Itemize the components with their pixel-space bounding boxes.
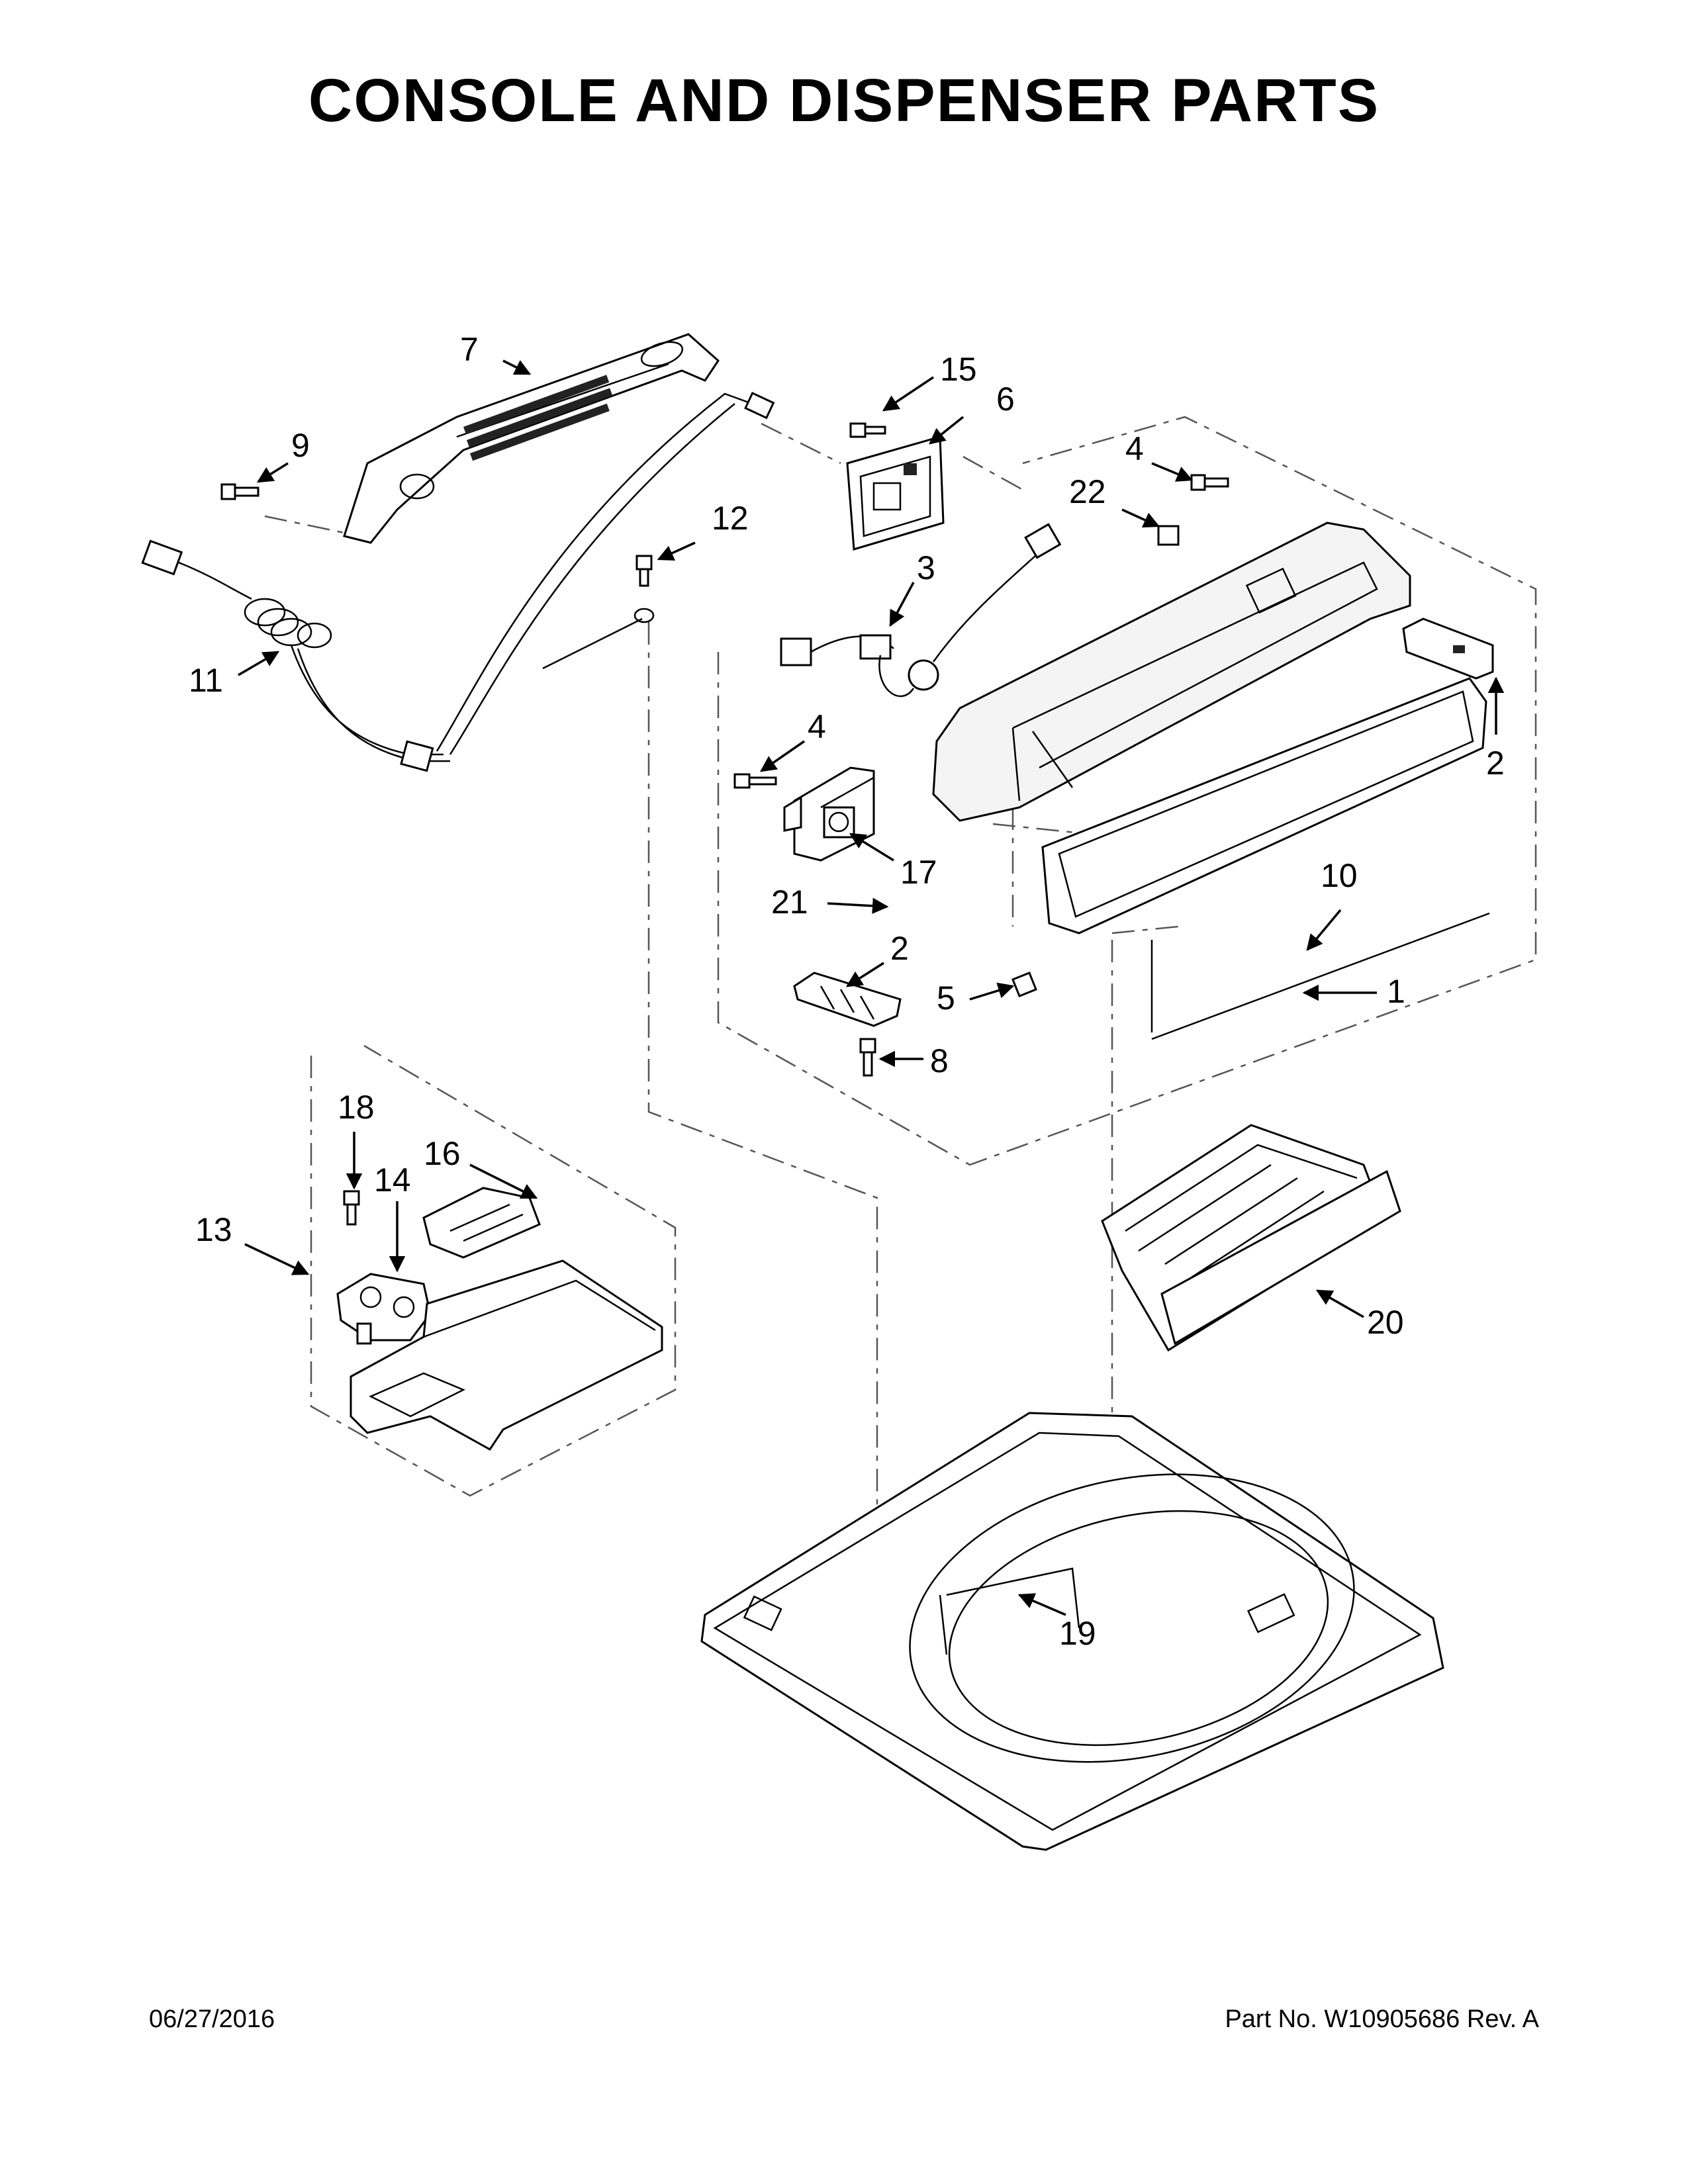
callout-12: 12 [712, 500, 749, 537]
callout-15: 15 [940, 351, 977, 388]
callout-20: 20 [1367, 1304, 1404, 1341]
module-part-17 [783, 766, 875, 862]
callout-14: 14 [374, 1161, 411, 1199]
footer-date: 06/27/2016 [149, 2005, 275, 2033]
callout-2-lower: 2 [890, 930, 909, 967]
washer-top-cover [700, 1412, 1444, 1851]
hinge-bracket-part-2-lower [793, 972, 902, 1027]
console-housing [932, 522, 1411, 822]
screw-part-12 [633, 555, 655, 623]
callout-4-lower: 4 [808, 708, 826, 745]
dispenser-drawer-part-20 [1101, 1124, 1401, 1352]
callout-1: 1 [1387, 973, 1405, 1010]
clip-part-22 [1157, 525, 1180, 546]
callout-22: 22 [1069, 473, 1106, 510]
screw-part-8 [859, 1038, 876, 1077]
screw-part-18 [343, 1190, 360, 1226]
end-bracket-part-2-upper [1402, 617, 1494, 680]
wire-harness-part-3 [780, 523, 1062, 698]
wire-harness-part-16 [422, 1187, 541, 1259]
callout-7: 7 [460, 331, 479, 368]
console-window [1041, 677, 1487, 934]
callout-21: 21 [771, 884, 808, 921]
control-board-part-6 [846, 435, 945, 551]
callout-6: 6 [996, 381, 1015, 418]
callout-13: 13 [195, 1211, 232, 1248]
callout-arrows [238, 359, 1505, 1616]
footer-part-number: Part No. W10905686 Rev. A [1225, 2005, 1539, 2033]
callout-5: 5 [937, 979, 955, 1017]
console-cap-part-7 [343, 333, 720, 544]
callout-18: 18 [338, 1089, 375, 1126]
callout-8: 8 [930, 1042, 949, 1079]
water-valve-part-14 [336, 1273, 432, 1345]
screw-part-9 [220, 483, 259, 500]
page-title: CONSOLE AND DISPENSER PARTS [308, 67, 1380, 134]
clip-part-5 [1011, 972, 1037, 997]
callout-labels: 7 9 15 6 12 4 22 3 11 4 17 21 2 5 8 10 1… [189, 331, 1505, 1652]
callout-9: 9 [291, 427, 310, 464]
screw-part-4-lower [733, 773, 777, 789]
valve-bracket-part-13 [350, 1259, 663, 1451]
callout-10: 10 [1321, 857, 1358, 894]
callout-11: 11 [189, 662, 223, 699]
callout-16: 16 [424, 1135, 461, 1172]
callout-17: 17 [900, 854, 937, 891]
screw-part-4-upper [1190, 474, 1229, 491]
grille-slots [463, 375, 613, 461]
callout-4-upper: 4 [1125, 430, 1144, 467]
callout-3: 3 [917, 549, 935, 586]
screw-part-15 [849, 422, 886, 438]
power-cord-part-11 [141, 391, 775, 772]
rod-part-10 [1150, 912, 1490, 1040]
callout-19: 19 [1059, 1615, 1096, 1652]
callout-2-upper: 2 [1486, 745, 1505, 782]
